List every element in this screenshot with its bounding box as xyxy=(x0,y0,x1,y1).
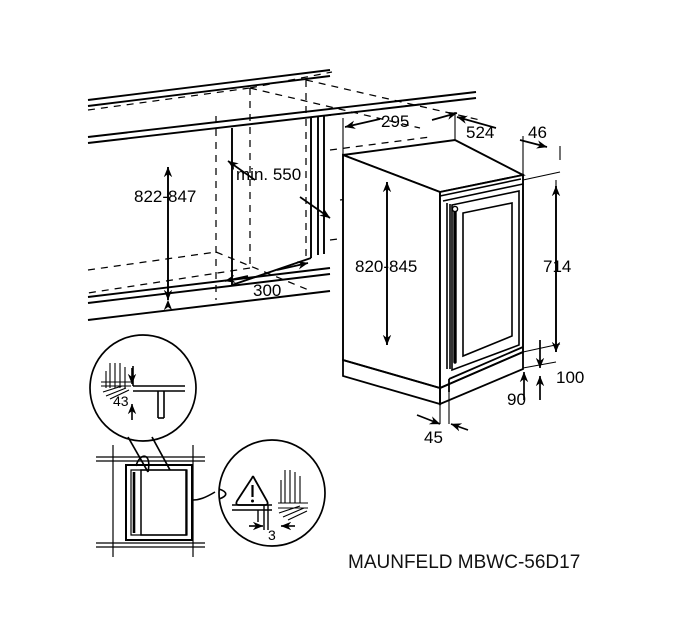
dimension-niche-height: 822-847 xyxy=(134,166,196,311)
dimension-base-offset: 45 xyxy=(416,392,469,447)
detail-leader-lines xyxy=(135,455,216,501)
warning-triangle-icon xyxy=(235,475,269,506)
dim-label-top-depth: 295 xyxy=(381,112,409,131)
dim-label-niche-depth: min. 550 xyxy=(236,165,301,184)
dimension-door-height: 714 xyxy=(522,171,571,353)
cabinet-niche-geometry xyxy=(87,69,477,321)
detail-circle-side: 3 xyxy=(218,439,326,547)
detail-circle-top: 43 xyxy=(89,334,197,473)
dim-label-niche-width: 300 xyxy=(253,281,281,300)
appliance-body xyxy=(342,139,526,390)
dim-label-plinth-inset: 90 xyxy=(507,390,526,409)
appliance-door xyxy=(439,178,524,372)
dimension-niche-width: 300 xyxy=(224,261,309,300)
dimension-top-depth: 295 524 46 xyxy=(342,111,561,175)
dim-label-plinth-height: 100 xyxy=(556,368,584,387)
dim-label-door-height: 714 xyxy=(543,257,571,276)
front-elevation-thumbnail xyxy=(96,445,205,557)
dimension-body-height: 820-845 xyxy=(355,181,417,346)
dimension-niche-depth: min. 550 xyxy=(227,160,331,219)
dim-label-body-height: 820-845 xyxy=(355,257,417,276)
model-label: MAUNFELD MBWC-56D17 xyxy=(348,552,580,573)
door-handle-icon xyxy=(451,205,459,364)
dim-label-base-offset: 45 xyxy=(424,428,443,447)
dim-label-niche-height: 822-847 xyxy=(134,187,196,206)
dim-label-top-width: 524 xyxy=(466,123,494,142)
dim-label-top-offset: 46 xyxy=(528,123,547,142)
dim-label-detail-top: 43 xyxy=(113,393,129,409)
dim-label-detail-side: 3 xyxy=(268,527,276,543)
dimension-plinth: 100 90 xyxy=(507,340,584,409)
